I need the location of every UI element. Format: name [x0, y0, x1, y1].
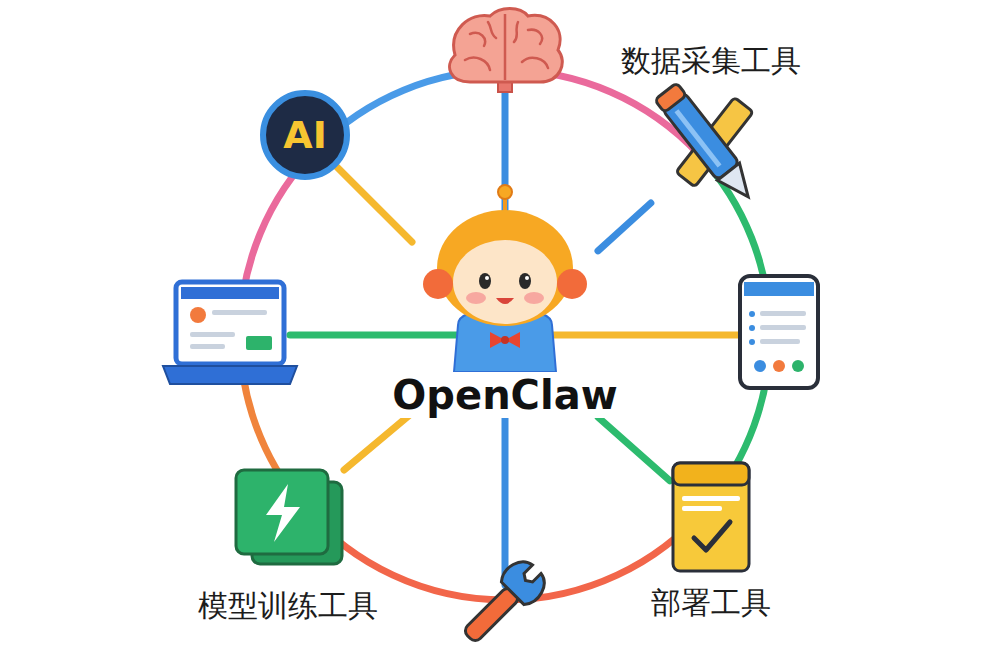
spoke-connector — [335, 165, 412, 242]
brain-icon — [450, 9, 563, 93]
tool-label: 部署工具 — [651, 583, 771, 624]
ai-badge — [263, 93, 347, 177]
tablet-icon — [740, 276, 818, 388]
wrench-icon — [454, 554, 552, 652]
training-icon — [236, 470, 342, 564]
deploy-icon — [673, 463, 749, 571]
tool-icon: 部署工具 — [670, 461, 752, 573]
mascot-hub: OpenClaw — [412, 192, 598, 422]
ai-circle: AI — [263, 93, 347, 177]
spoke-connector — [598, 203, 651, 251]
tool-label: 模型训练工具 — [198, 586, 378, 627]
tool-icon: 数据采集工具 — [648, 95, 773, 203]
spoke-connector — [344, 413, 412, 470]
tool-label: 数据采集工具 — [621, 41, 801, 82]
tool-icon: 模型训练工具 — [232, 468, 344, 566]
hub-title: OpenClaw — [388, 372, 621, 418]
badge-text: AI — [283, 113, 327, 157]
laptop-icon — [163, 282, 297, 384]
spoke-connector — [598, 417, 670, 481]
pen-icon — [633, 57, 793, 223]
mascot — [423, 185, 587, 372]
spoke-line — [502, 90, 509, 585]
